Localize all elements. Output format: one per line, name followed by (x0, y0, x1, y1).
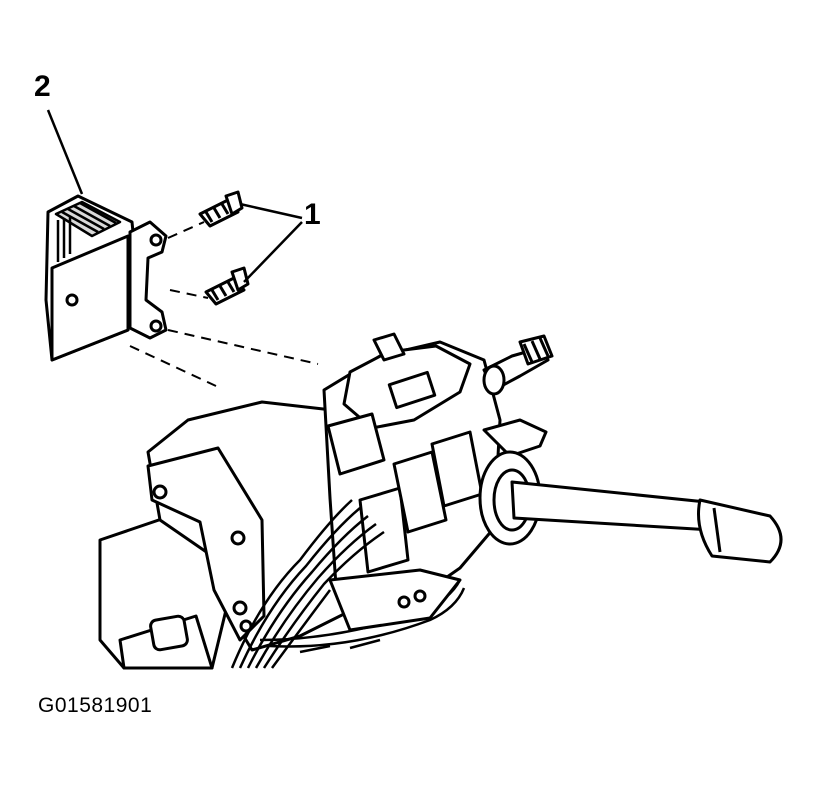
steering-column (98, 332, 783, 670)
callout-1: 1 (304, 198, 321, 231)
figure-id: G01581901 (38, 694, 153, 717)
switch-label-area (387, 370, 437, 410)
leader-2 (46, 109, 84, 195)
callout-2: 2 (34, 70, 51, 103)
housing-bolt-1 (152, 484, 168, 500)
connector-block-1 (326, 412, 386, 476)
column-base-tab (149, 614, 189, 652)
leader-1-upper (239, 202, 303, 220)
screw-lower (204, 266, 250, 306)
leader-1-lower (243, 221, 303, 283)
alignment-lines (129, 221, 319, 387)
housing-bolt-3 (232, 600, 248, 616)
stalk-knob (697, 498, 783, 564)
screw-upper (198, 190, 244, 228)
control-module (44, 194, 168, 362)
lower-plate (328, 568, 462, 632)
housing-bolt-2 (230, 530, 246, 546)
bracket-hole-bottom (149, 319, 163, 333)
leader-lines (46, 109, 303, 283)
module-front-face (50, 234, 130, 362)
steering-shaft (482, 334, 554, 396)
module-hole (65, 293, 79, 307)
bracket-hole-top (149, 233, 163, 247)
screws (198, 190, 250, 306)
module-connector-ribs (54, 200, 122, 262)
switch-lock-cylinder (372, 332, 406, 362)
module-bracket (128, 220, 168, 340)
connector-block-2 (358, 486, 410, 574)
stalk-lever (510, 480, 714, 532)
connector-block-3 (392, 450, 448, 534)
housing-front-face (146, 446, 266, 642)
